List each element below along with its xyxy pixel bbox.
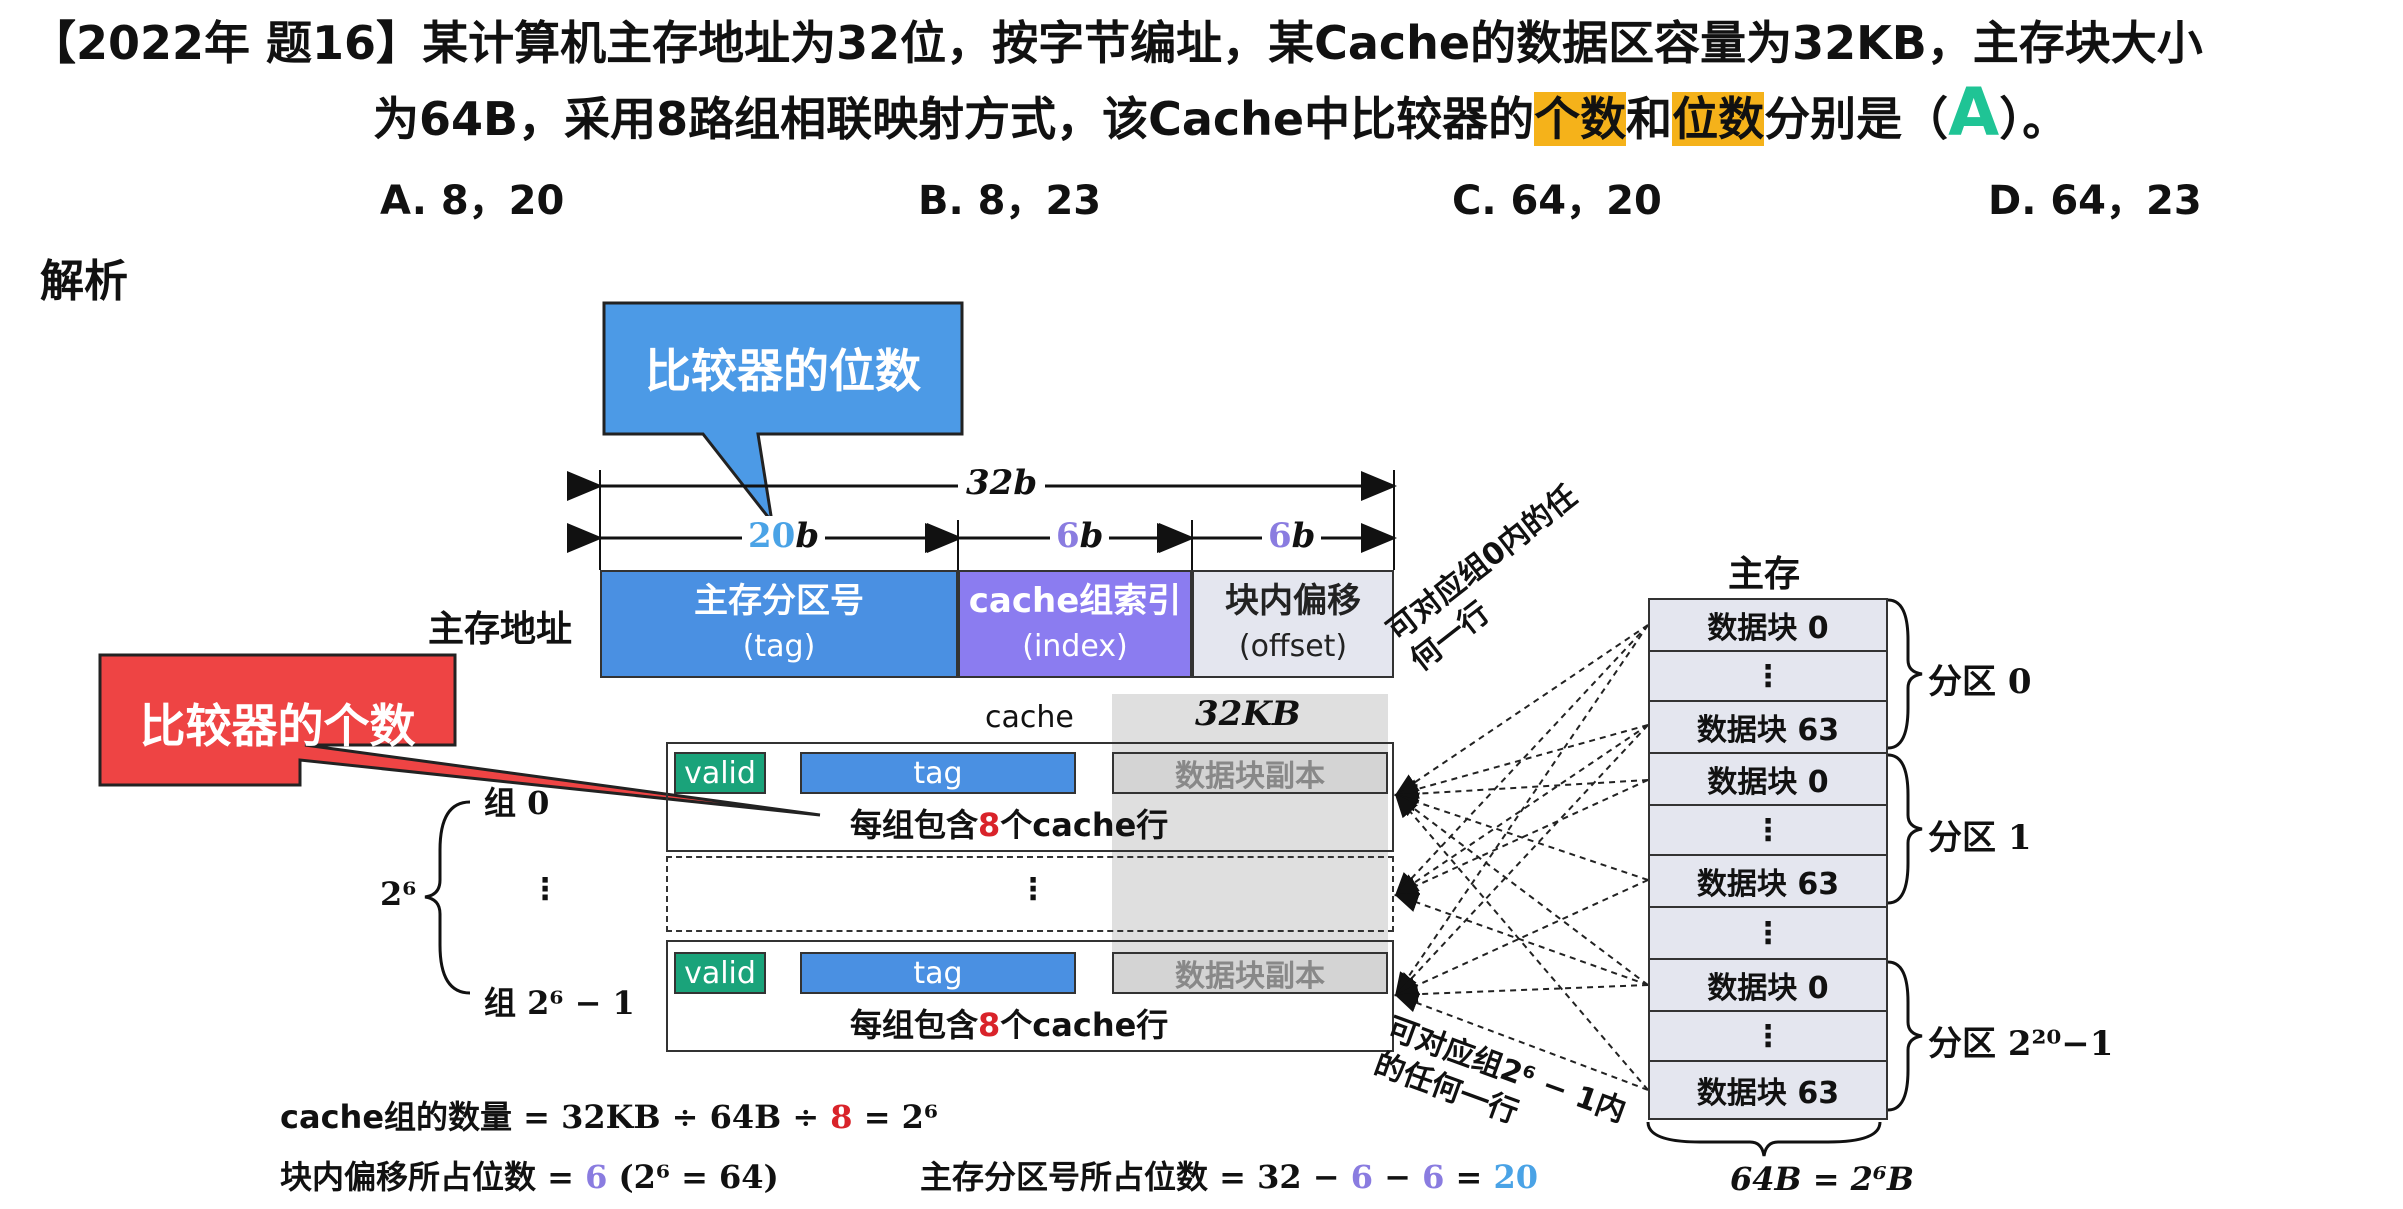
memory-block-p1-0: 数据块 0 — [1648, 752, 1888, 806]
question-prefix: 【2022年 题16】 — [30, 16, 423, 70]
formula-groups-expr-b: = 2⁶ — [863, 1098, 938, 1136]
block-size-label: 64B = 2⁶B — [1730, 1160, 1914, 1198]
tag-slot-0: tag — [800, 752, 1076, 794]
group-side-ellipsis: ⋮ — [530, 872, 560, 907]
question-text-2c: 分别是（ — [1764, 92, 1949, 146]
formula-tag-res: 20 — [1493, 1158, 1538, 1196]
tag-slot-last: tag — [800, 952, 1076, 994]
group-last-label: 组 2⁶ − 1 — [484, 984, 635, 1022]
index-bits-label: 6b — [1050, 516, 1110, 556]
partition-0-label: 分区 0 — [1928, 662, 2032, 702]
formula-tag-n2: 6 — [1422, 1158, 1445, 1196]
memory-block-plast-63: 数据块 63 — [1648, 1060, 1888, 1120]
cache-label: cache — [985, 700, 1074, 735]
index-bits-num: 6 — [1056, 516, 1080, 556]
formula-tag: 主存分区号所占位数 = 32 − 6 − 6 = 20 — [920, 1152, 1538, 1198]
question-text-2d: ）。 — [1999, 92, 2069, 146]
analysis-label: 解析 — [40, 256, 128, 307]
option-a[interactable]: A. 8，20 — [380, 178, 565, 224]
tag-bits-label: 20b — [742, 516, 826, 556]
formula-offset-expr-a: = — [547, 1158, 574, 1196]
formula-tag-label: 主存分区号所占位数 — [920, 1158, 1209, 1196]
formula-tag-eq: = — [1455, 1158, 1483, 1196]
formula-tag-expr-a: = 32 − — [1219, 1158, 1340, 1196]
offset-field-sub: (offset) — [1238, 629, 1348, 664]
formula-offset: 块内偏移所占位数 = 6 (2⁶ = 64) — [280, 1152, 779, 1198]
memory-block-p1-63: 数据块 63 — [1648, 854, 1888, 908]
offset-bits-label: 6b — [1262, 516, 1322, 556]
offset-field-title: 块内偏移 — [1225, 581, 1361, 621]
total-bits-label: 32b — [958, 463, 1046, 503]
formula-offset-num: 6 — [585, 1158, 608, 1196]
memory-vdots-plast: ⋮ — [1648, 1010, 1888, 1062]
callout-count-label: 比较器的个数 — [139, 699, 416, 753]
callout-bits-label: 比较器的位数 — [645, 344, 921, 398]
group-last-text-b: 个cache行 — [1000, 1006, 1169, 1044]
option-c[interactable]: C. 64，20 — [1452, 178, 1662, 224]
group-0-text: 每组包含8个cache行 — [850, 800, 1168, 846]
question-line-1: 【2022年 题16】某计算机主存地址为32位，按字节编址，某Cache的数据区… — [30, 10, 2390, 76]
tag-bits-num: 20 — [748, 516, 796, 556]
cache-group-last — [666, 940, 1394, 1052]
memory-vdots-p0: ⋮ — [1648, 650, 1888, 702]
formula-tag-mid: − — [1384, 1158, 1411, 1196]
question-text-2b: 和 — [1626, 92, 1673, 146]
tag-field-title: 主存分区号 — [694, 581, 864, 621]
callout-count-shape — [98, 653, 821, 817]
group-count-label: 2⁶ — [380, 875, 417, 913]
data-copy-0: 数据块副本 — [1112, 752, 1388, 794]
partition-1-label: 分区 1 — [1928, 818, 2032, 858]
memory-title: 主存 — [1728, 554, 1801, 595]
group-0-text-num: 8 — [978, 806, 1001, 844]
group-last-text-a: 每组包含 — [850, 1006, 979, 1044]
cache-group-middle — [666, 856, 1394, 932]
address-row-label: 主存地址 — [428, 609, 573, 650]
formula-tag-n1: 6 — [1350, 1158, 1373, 1196]
group-0-text-b: 个cache行 — [1000, 806, 1169, 844]
tag-bits-unit: b — [795, 516, 820, 556]
question-line-2: 为64B，采用8路组相联映射方式，该Cache中比较器的个数和位数分别是（A）。 — [373, 80, 2373, 152]
memory-block-plast-0: 数据块 0 — [1648, 958, 1888, 1012]
answer-letter: A — [1948, 74, 2000, 151]
index-bits-unit: b — [1079, 516, 1104, 556]
valid-bit-last: valid — [674, 952, 766, 994]
data-copy-last: 数据块副本 — [1112, 952, 1388, 994]
cache-capacity: 32KB — [1195, 694, 1301, 734]
group-0-text-a: 每组包含 — [850, 806, 979, 844]
memory-vdots-p1: ⋮ — [1648, 804, 1888, 856]
option-d[interactable]: D. 64，23 — [1988, 178, 2202, 224]
formula-groups-label: cache组的数量 — [280, 1098, 513, 1136]
question-text-2a: 为64B，采用8路组相联映射方式，该Cache中比较器的 — [373, 92, 1535, 146]
offset-bits-num: 6 — [1268, 516, 1292, 556]
group-last-text-num: 8 — [978, 1006, 1001, 1044]
formula-groups-expr-a: = 32KB ÷ 64B ÷ — [523, 1098, 820, 1136]
partition-last-label: 分区 2²⁰−1 — [1928, 1024, 2114, 1064]
formula-offset-expr-b: (2⁶ = 64) — [618, 1158, 779, 1196]
group-0-label: 组 0 — [484, 784, 550, 822]
memory-block-p0-63: 数据块 63 — [1648, 700, 1888, 754]
formula-groups: cache组的数量 = 32KB ÷ 64B ÷ 8 = 2⁶ — [280, 1092, 938, 1138]
tag-field-sub: (tag) — [742, 629, 816, 664]
question-text-1: 某计算机主存地址为32位，按字节编址，某Cache的数据区容量为32KB，主存块… — [422, 16, 2203, 70]
formula-groups-num: 8 — [830, 1098, 853, 1136]
offset-bits-unit: b — [1291, 516, 1316, 556]
option-b[interactable]: B. 8，23 — [918, 178, 1102, 224]
group-last-text: 每组包含8个cache行 — [850, 1000, 1168, 1046]
memory-vdots-between: ⋮ — [1648, 906, 1888, 960]
index-field-sub: (index) — [1022, 629, 1128, 664]
offset-field: 块内偏移 (offset) — [1192, 570, 1394, 678]
valid-bit-0: valid — [674, 752, 766, 794]
index-field: cache组索引 (index) — [958, 570, 1192, 678]
memory-block-p0-0: 数据块 0 — [1648, 598, 1888, 652]
index-field-title: cache组索引 — [968, 581, 1182, 621]
highlight-count: 个数 — [1534, 92, 1627, 146]
highlight-bits: 位数 — [1672, 92, 1765, 146]
group-middle-ellipsis: ⋮ — [1018, 872, 1048, 907]
formula-offset-label: 块内偏移所占位数 — [280, 1158, 537, 1196]
cache-group-0 — [666, 742, 1394, 852]
tag-field: 主存分区号 (tag) — [600, 570, 958, 678]
